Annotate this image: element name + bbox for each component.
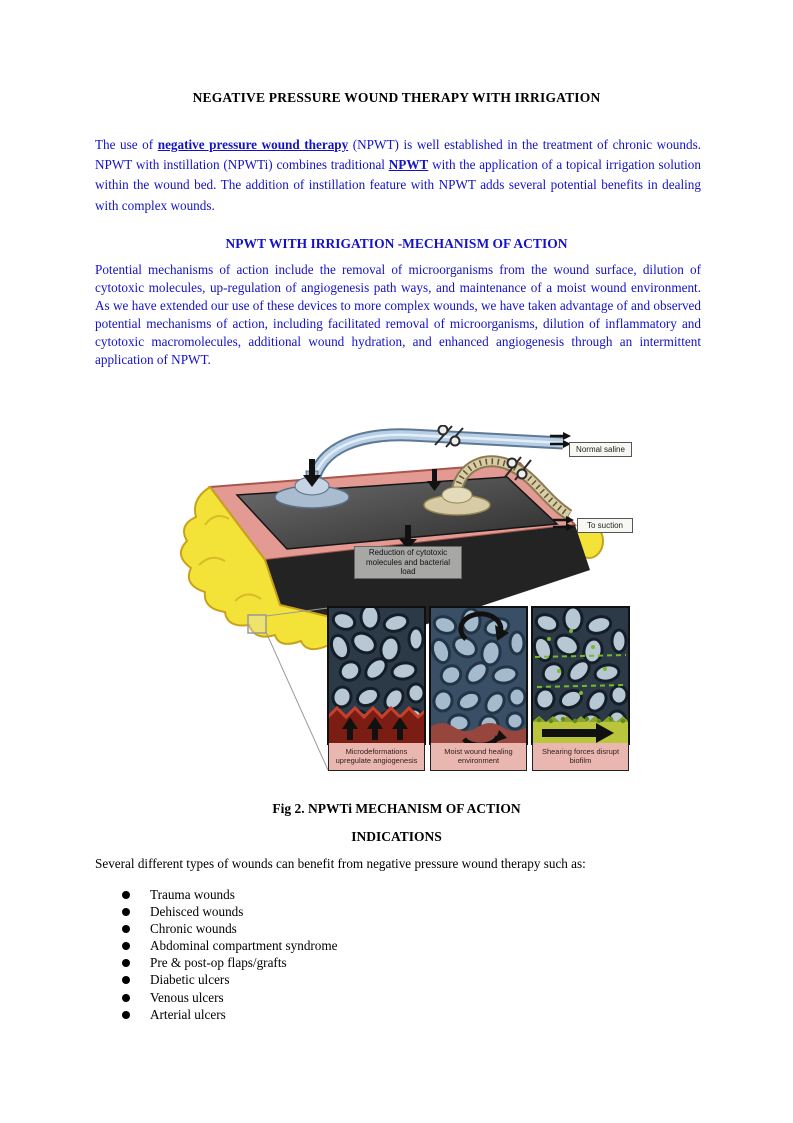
list-item-label: Venous ulcers: [150, 989, 224, 1005]
flow-arrows: [550, 434, 567, 529]
intro-text-3: with the application of a topical irriga…: [95, 157, 701, 213]
page-title: NEGATIVE PRESSURE WOUND THERAPY WITH IRR…: [192, 90, 601, 105]
list-item: Pre & post-op flaps/grafts: [122, 955, 338, 972]
list-item: Trauma wounds: [122, 887, 338, 904]
bullet-icon: [122, 993, 130, 1002]
list-item: Venous ulcers: [122, 990, 338, 1007]
bullet-icon: [122, 959, 130, 968]
panel-moist-environment: [430, 607, 527, 744]
panel-shearing-forces: [532, 607, 629, 744]
list-item-label: Arterial ulcers: [150, 1006, 226, 1022]
normal-saline-label: Normal saline: [569, 442, 632, 457]
list-item: Chronic wounds: [122, 921, 338, 938]
suction-tube: [451, 455, 573, 520]
list-item-label: Trauma wounds: [150, 887, 235, 902]
list-item: Abdominal compartment syndrome: [122, 938, 338, 955]
bullet-icon: [122, 1010, 130, 1019]
instillation-dome: [274, 459, 350, 509]
list-item-label: Dehisced wounds: [150, 904, 244, 920]
figure-npwti-mechanism: Normal saline To suction Reduction of cy…: [165, 425, 635, 777]
npwt-therapy-link[interactable]: negative pressure wound therapy: [157, 137, 349, 152]
npwt-link[interactable]: NPWT: [388, 157, 429, 173]
intro-paragraph: The use of negative pressure wound thera…: [95, 135, 701, 216]
mechanism-paragraph: Potential mechanisms of action include t…: [95, 262, 701, 367]
to-suction-label: To suction: [577, 518, 633, 533]
bullet-icon: [122, 908, 130, 917]
figure-caption: Fig 2. NPWTi MECHANISM OF ACTION: [272, 801, 521, 816]
list-item-label: Diabetic ulcers: [150, 972, 230, 988]
list-item-label: Abdominal compartment syndrome: [150, 938, 338, 954]
list-item: Arterial ulcers: [122, 1007, 338, 1024]
intro-text-2: (NPWT) is well established in the treatm…: [95, 137, 701, 173]
list-item-label: Pre & post-op flaps/grafts: [150, 955, 287, 971]
panel2-label: Moist wound healing environment: [430, 743, 527, 771]
panel-microdeformations: [328, 607, 425, 744]
bullet-icon: [122, 942, 130, 951]
npwti-illustration: [180, 425, 630, 771]
bullet-icon: [122, 891, 130, 899]
tube-clamp-icon-2: [504, 456, 532, 481]
tube-clamp-icon: [434, 425, 464, 448]
list-item: Diabetic ulcers: [122, 972, 338, 989]
panel1-label: Microdeformations upregulate angiogenesi…: [328, 743, 425, 771]
flow-arrowheads: [563, 432, 574, 531]
magnifier-callout: [247, 607, 329, 771]
list-item-label: Chronic wounds: [150, 921, 237, 937]
intro-text-1: The use of: [95, 137, 158, 152]
indications-lead: Several different types of wounds can be…: [95, 856, 586, 871]
indications-list: Trauma wounds Dehisced wounds Chronic wo…: [122, 887, 338, 1024]
indications-heading: INDICATIONS: [351, 829, 442, 844]
bullet-icon: [122, 976, 130, 985]
reduction-arrow: [399, 525, 417, 549]
list-item: Dehisced wounds: [122, 904, 338, 921]
reduction-label: Reduction of cytotoxic molecules and bac…: [354, 546, 462, 579]
bullet-icon: [122, 925, 130, 934]
mechanism-heading: NPWT WITH IRRIGATION -MECHANISM OF ACTIO…: [225, 236, 568, 251]
panel3-label: Shearing forces disrupt biofilm: [532, 743, 629, 771]
suction-dome: [423, 469, 491, 516]
